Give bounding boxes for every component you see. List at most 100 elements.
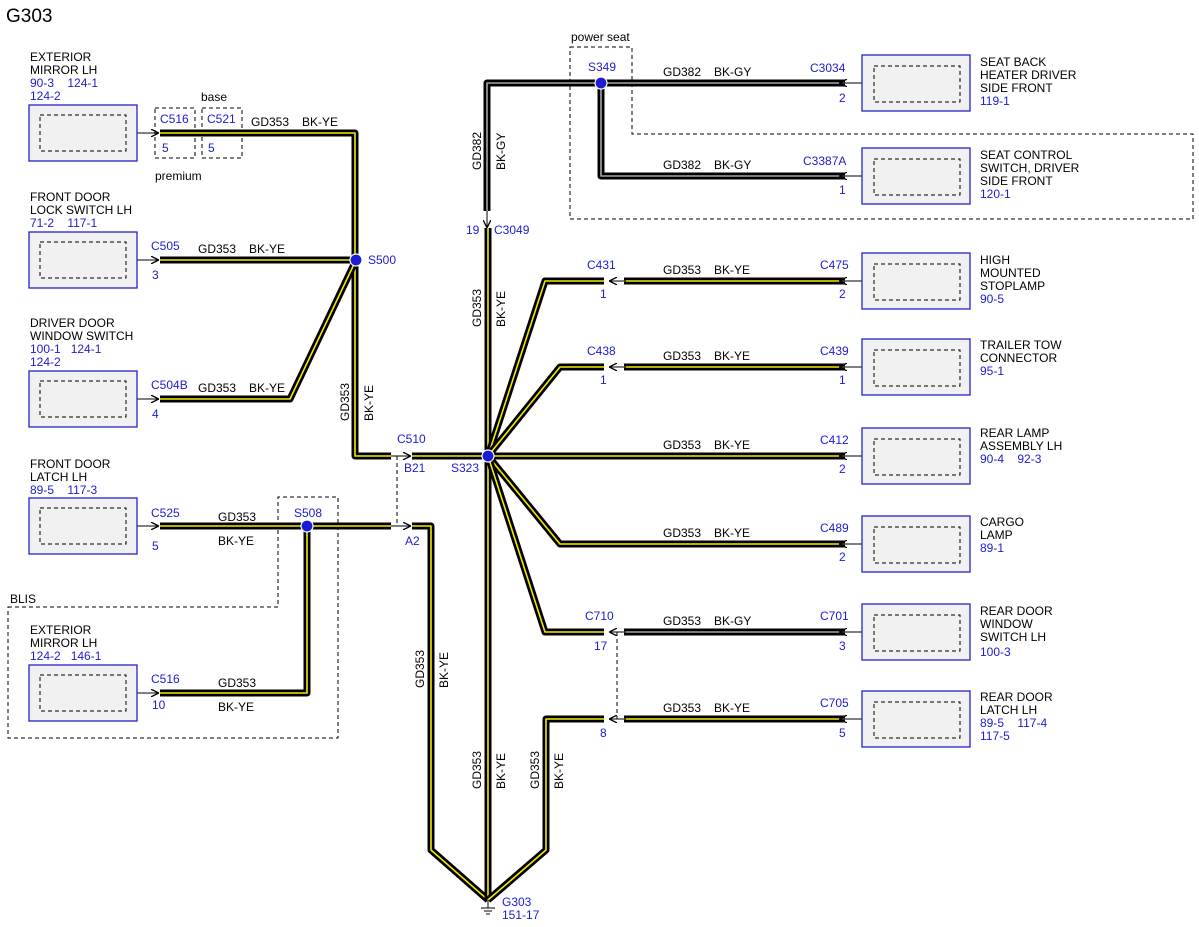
connector-c3387a-pin: 1 [839, 183, 846, 197]
svg-text:GD353: GD353 [470, 751, 484, 789]
wires [160, 79, 845, 903]
connector-c505-name: C505 [151, 239, 180, 253]
connector-c516b-name: C516 [151, 672, 180, 686]
svg-text:SIDE FRONT: SIDE FRONT [980, 174, 1053, 188]
connector-c705-name: C705 [820, 696, 849, 710]
component-seat-control-switch: SEAT CONTROL SWITCH, DRIVER SIDE FRONT 1… [861, 147, 1080, 205]
svg-text:MOUNTED: MOUNTED [980, 266, 1041, 280]
connector-c504b-pin: 4 [152, 407, 159, 421]
svg-text:GD353: GD353 [251, 115, 289, 129]
splice-s500-label: S500 [368, 253, 396, 267]
wire-c510a2-ground [412, 522, 491, 903]
connector-c710-name: C710 [585, 609, 614, 623]
svg-text:GD382: GD382 [663, 158, 701, 172]
component-high-mounted-stoplamp: HIGH MOUNTED STOPLAMP 90-5 [861, 252, 1045, 310]
connector-c438-name: C438 [587, 344, 616, 358]
svg-text:GD382: GD382 [663, 65, 701, 79]
svg-text:117-5: 117-5 [980, 729, 1010, 743]
svg-text:BK-GY: BK-GY [714, 65, 751, 79]
splice-s349-label: S349 [588, 60, 616, 74]
svg-text:MIRROR LH: MIRROR LH [30, 63, 97, 77]
wire-c504b-s500 [160, 258, 360, 403]
connector-labels: C516 5 C521 5 C505 3 C504B 4 C525 5 C516… [151, 61, 849, 740]
svg-text:BK-YE: BK-YE [362, 385, 376, 421]
connector-c710-pin-8: 8 [600, 726, 607, 740]
connector-c438-pin: 1 [600, 373, 607, 387]
connector-c510-pin-a2: A2 [405, 534, 420, 548]
connector-c710-pin: 17 [594, 639, 608, 653]
svg-text:LATCH LH: LATCH LH [980, 703, 1037, 717]
svg-text:TRAILER TOW: TRAILER TOW [980, 338, 1062, 352]
svg-text:100-3: 100-3 [980, 645, 1011, 659]
component-trailer-tow-connector: TRAILER TOW CONNECTOR 95-1 [861, 338, 1062, 396]
component-exterior-mirror-lh-blis: EXTERIOR MIRROR LH 124-2 146-1 [28, 623, 138, 722]
option-premium-label: premium [155, 169, 202, 183]
svg-text:95-1: 95-1 [980, 364, 1004, 378]
svg-text:EXTERIOR: EXTERIOR [30, 50, 92, 64]
svg-text:GD353: GD353 [413, 650, 427, 688]
svg-text:SWITCH LH: SWITCH LH [980, 630, 1046, 644]
svg-text:BK-YE: BK-YE [714, 526, 750, 540]
svg-text:124-2: 124-2 [30, 89, 61, 103]
svg-text:BK-GY: BK-GY [494, 133, 508, 170]
svg-text:BK-YE: BK-YE [249, 242, 285, 256]
svg-text:CONNECTOR: CONNECTOR [980, 351, 1057, 365]
wire-c516-s508 [160, 526, 311, 697]
svg-text:LAMP: LAMP [980, 528, 1013, 542]
ground-name: G303 [502, 895, 532, 909]
svg-text:89-5 117-4: 89-5 117-4 [980, 716, 1047, 730]
connector-c412-pin: 2 [839, 462, 846, 476]
option-blis-label: BLIS [10, 592, 36, 606]
svg-text:EXTERIOR: EXTERIOR [30, 623, 92, 637]
svg-text:GD353: GD353 [663, 701, 701, 715]
splice-s349 [594, 76, 608, 90]
connector-c431-name: C431 [587, 258, 616, 272]
svg-text:HEATER DRIVER: HEATER DRIVER [980, 68, 1077, 82]
connector-c3034-pin: 2 [839, 91, 846, 105]
svg-text:90-5: 90-5 [980, 292, 1004, 306]
ground-g303: G303 151-17 [481, 895, 540, 922]
svg-text:BK-YE: BK-YE [714, 349, 750, 363]
svg-text:GD382: GD382 [470, 132, 484, 170]
svg-text:SWITCH, DRIVER: SWITCH, DRIVER [980, 161, 1080, 175]
svg-text:BK-YE: BK-YE [714, 438, 750, 452]
svg-text:MIRROR LH: MIRROR LH [30, 636, 97, 650]
svg-text:89-1: 89-1 [980, 541, 1004, 555]
svg-text:REAR LAMP: REAR LAMP [980, 426, 1049, 440]
svg-text:119-1: 119-1 [980, 94, 1010, 108]
svg-text:BK-YE: BK-YE [494, 753, 508, 789]
connector-c701-name: C701 [820, 609, 849, 623]
splice-s323 [481, 449, 495, 463]
connector-c439-name: C439 [820, 344, 849, 358]
connector-c3049-pin: 19 [466, 223, 480, 237]
svg-text:71-2 117-1: 71-2 117-1 [30, 216, 97, 230]
svg-text:89-5 117-3: 89-5 117-3 [30, 483, 97, 497]
option-box-blis [7, 496, 339, 739]
svg-text:BK-YE: BK-YE [218, 534, 254, 548]
connector-c510-pin-b21: B21 [404, 461, 426, 475]
svg-text:CARGO: CARGO [980, 515, 1024, 529]
svg-text:BK-YE: BK-YE [249, 381, 285, 395]
connector-c504b-name: C504B [151, 378, 188, 392]
component-rear-door-window-switch-lh: REAR DOOR WINDOW SWITCH LH 100-3 [861, 603, 1053, 661]
page-title: G303 [6, 6, 52, 27]
connector-c439-pin: 1 [839, 373, 846, 387]
svg-text:GD353: GD353 [338, 383, 352, 421]
svg-text:GD353: GD353 [663, 349, 701, 363]
svg-text:SEAT CONTROL: SEAT CONTROL [980, 148, 1073, 162]
svg-text:GD353: GD353 [663, 438, 701, 452]
svg-text:90-4 92-3: 90-4 92-3 [980, 452, 1042, 466]
svg-text:GD353: GD353 [218, 676, 256, 690]
svg-text:ASSEMBLY LH: ASSEMBLY LH [980, 439, 1062, 453]
connector-c431-pin: 1 [600, 287, 607, 301]
svg-text:BK-GY: BK-GY [714, 614, 751, 628]
svg-text:WINDOW: WINDOW [980, 617, 1033, 631]
connector-c489-pin: 2 [839, 550, 846, 564]
svg-text:BK-YE: BK-YE [714, 701, 750, 715]
svg-text:BK-YE: BK-YE [437, 652, 451, 688]
svg-text:100-1 124-1: 100-1 124-1 [30, 342, 102, 356]
svg-text:BK-GY: BK-GY [714, 158, 751, 172]
connector-c475-name: C475 [820, 258, 849, 272]
svg-text:SIDE FRONT: SIDE FRONT [980, 81, 1053, 95]
